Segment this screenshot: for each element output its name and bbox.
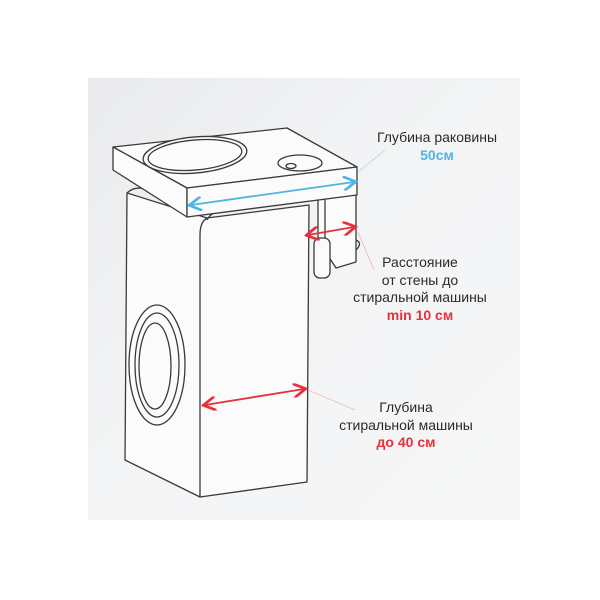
wall-distance-line2: от стены до (381, 271, 459, 288)
drain-cup (277, 154, 323, 172)
machine-depth-line2: стиральной машины (339, 416, 473, 433)
sink-depth-title: Глубина раковины (376, 129, 498, 145)
machine-depth-line1: Глубина (379, 399, 433, 415)
door-glass (138, 322, 172, 410)
wall-distance-label: Расстояние от стены до стиральной машины… (353, 254, 487, 324)
sink-depth-value: 50см (420, 146, 454, 163)
machine-depth-label: Глубина стиральной машины до 40 см (339, 399, 473, 452)
sink-depth-arrow (191, 182, 354, 205)
machine-depth-arrow (205, 389, 304, 405)
sink-bowl (142, 135, 248, 175)
wall-distance-value: min 10 см (386, 306, 454, 323)
leader-line (357, 231, 375, 271)
wall-distance-line1: Расстояние (382, 254, 458, 270)
sink-depth-label: Глубина раковины 50см (377, 129, 497, 164)
leader-line (307, 389, 356, 411)
washing-machine (124, 187, 310, 498)
leader-line (357, 149, 386, 173)
machine-depth-value: до 40 см (376, 434, 436, 450)
wall-distance-arrow (308, 227, 354, 235)
wall-distance-line3: стиральной машины (353, 289, 487, 305)
